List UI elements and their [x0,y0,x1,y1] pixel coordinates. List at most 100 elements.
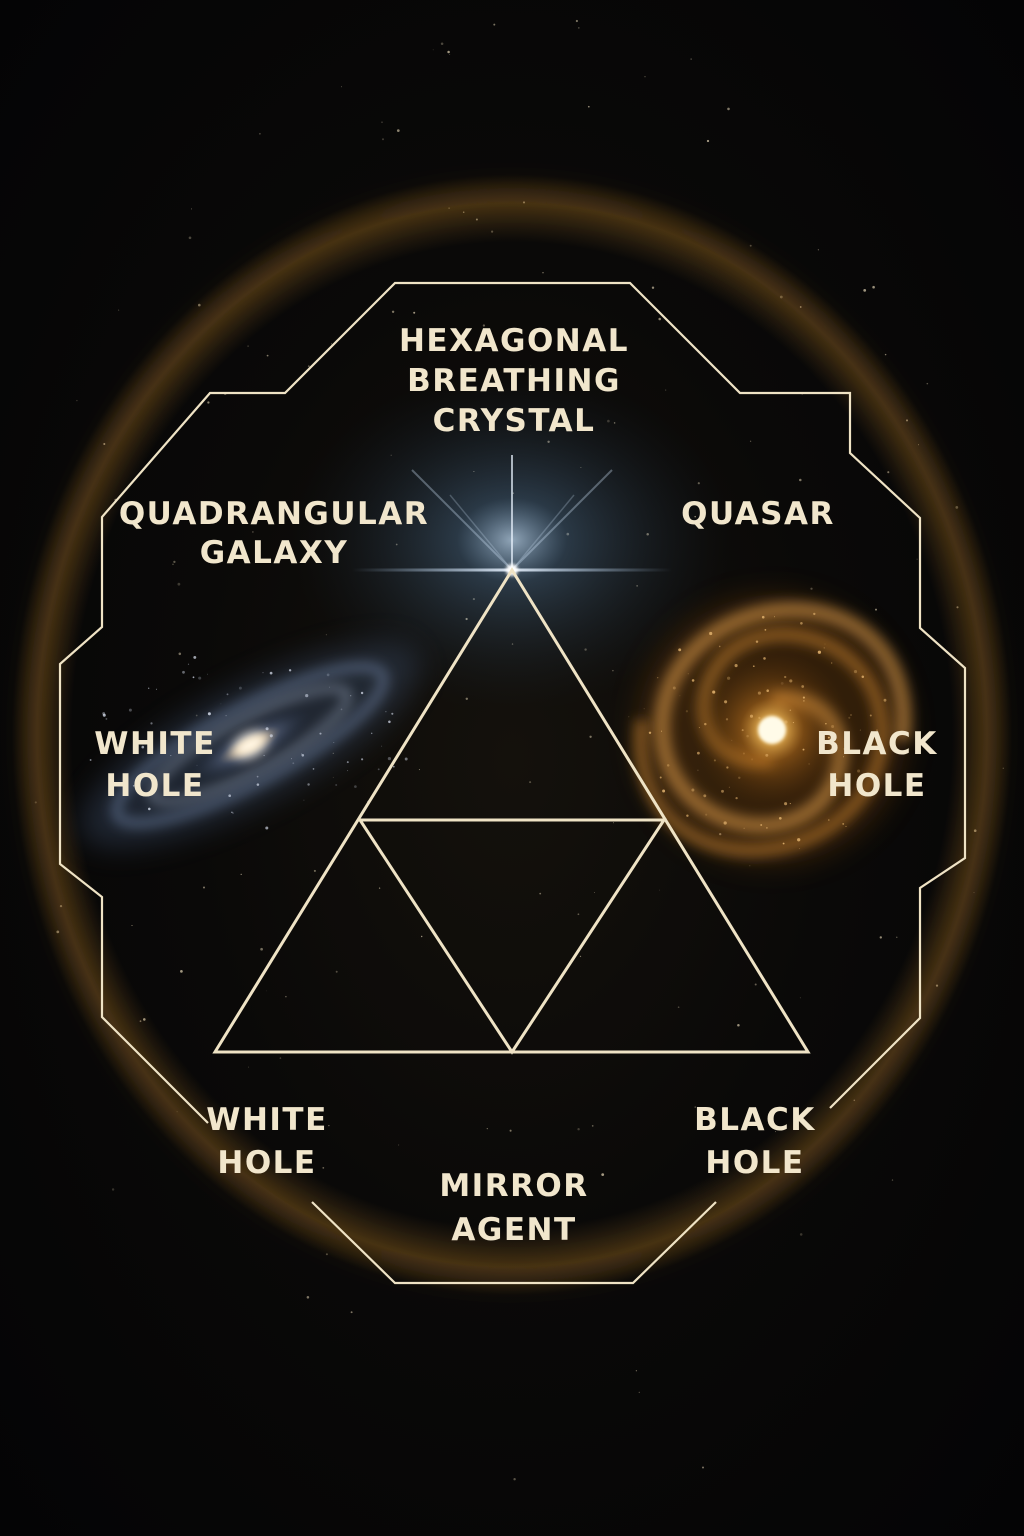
star-dot [188,236,192,240]
star-dot [377,768,380,771]
star-dot [817,249,820,251]
star-dot [735,796,738,800]
star-dot [659,776,662,779]
star-dot [329,686,330,688]
star-dot [370,732,373,735]
star-dot [305,694,309,698]
star-dot [292,762,295,765]
star-dot [690,58,692,60]
label-hexagonal-breathing-crystal-2: BREATHING [407,363,621,399]
star-dot [256,775,259,778]
star-dot [718,645,721,648]
star-dot [354,785,357,788]
star-dot [392,765,395,768]
star-dot [269,734,273,738]
star-dot [883,698,887,702]
star-dot [238,686,242,690]
star-dot [262,672,264,674]
star-dot [703,794,707,798]
star-dot [449,54,451,55]
star-dot [207,712,211,716]
star-dot [798,848,800,850]
star-dot [766,689,769,692]
label-black-hole-mid-2: HOLE [827,768,926,804]
star-dot [340,86,343,88]
star-dot [226,693,229,696]
label-black-hole-lower-1: BLACK [694,1102,816,1138]
star-dot [141,745,145,749]
inner-inverted-triangle [357,818,667,1055]
star-dot [440,42,444,46]
star-dot [723,821,727,825]
star-dot [884,353,887,356]
star-dot [105,717,108,720]
star-dot [789,803,791,805]
star-dot [926,382,929,385]
star-dot [256,783,260,786]
star-dot [361,758,364,761]
star-dot [258,132,261,135]
star-dot [231,811,233,813]
label-quasar: QUASAR [681,496,835,532]
star-dot [803,700,805,702]
star-dot [148,807,151,811]
star-dot [170,755,172,757]
star-dot [734,664,738,668]
star-dot [746,734,749,738]
star-dot [764,629,767,631]
star-dot [801,685,805,688]
star-dot [350,1311,353,1314]
star-dot [755,640,759,643]
star-dot [660,730,663,732]
star-dot [827,819,830,821]
star-dot [743,827,745,829]
white-hole-galaxy-stars [89,655,408,830]
star-dot [648,731,652,735]
star-dot [228,794,232,798]
star-dot [823,647,825,649]
star-dot [188,776,191,778]
star-dot [396,129,400,132]
star-dot [76,399,78,402]
star-dot [381,745,383,747]
star-dot [220,703,222,705]
star-dot [789,709,792,711]
star-dot [193,655,197,659]
black-hole-galaxy [633,595,912,865]
label-black-hole-lower-2: HOLE [705,1145,804,1181]
star-dot [269,671,273,675]
star-dot [760,824,763,826]
star-dot [678,648,682,652]
star-dot [727,107,730,111]
star-dot [808,763,810,765]
star-dot [784,720,788,724]
star-dot [799,1233,803,1236]
star-dot [696,751,700,755]
star-dot [148,742,150,744]
star-dot [802,748,805,751]
star-dot [123,732,126,735]
star-dot [575,19,579,23]
star-dot [843,782,846,784]
star-dot [132,784,135,787]
star-dot [861,675,865,679]
star-dot [712,690,716,694]
star-dot [672,686,676,690]
star-dot [657,677,659,679]
halo-glow [29,190,995,1280]
star-dot [685,710,689,713]
star-dot [312,768,315,770]
star-dot [686,814,689,817]
star-dot [687,673,689,675]
halo-ring [12,175,1012,1295]
star-dot [702,1466,704,1469]
star-dot [691,788,695,792]
star-dot [89,759,92,761]
star-dot [306,1296,310,1299]
star-dot [382,138,384,141]
label-white-hole-mid-1: WHITE [94,726,216,762]
star-dot [738,776,741,780]
star-dot [792,722,794,724]
star-dot [842,822,845,825]
